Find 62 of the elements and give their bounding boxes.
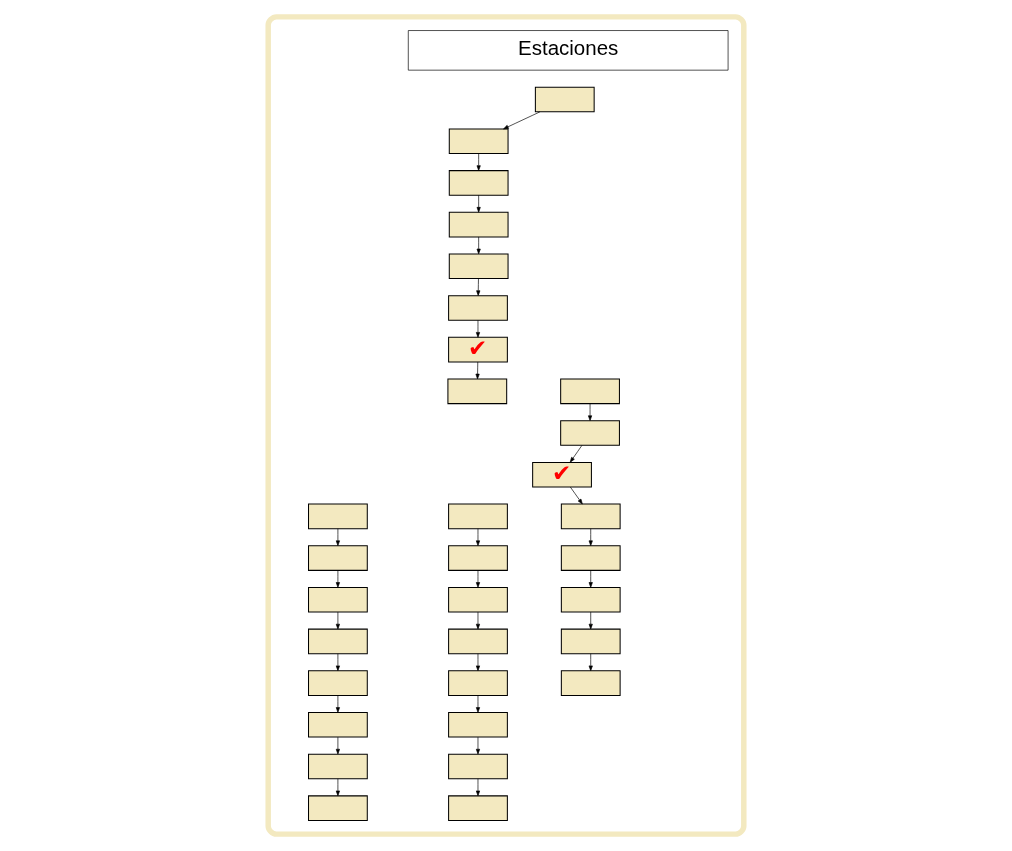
node-box	[448, 211, 509, 238]
node-box	[448, 795, 508, 821]
node-box	[308, 545, 368, 571]
arrow	[335, 653, 340, 671]
arrow	[475, 653, 480, 671]
arrow	[335, 778, 340, 797]
node-box	[308, 628, 368, 655]
node-box	[447, 378, 508, 405]
arrow	[588, 611, 593, 630]
node-box: ✔	[448, 336, 508, 363]
node-box	[560, 545, 621, 571]
node-box	[308, 586, 368, 613]
node-box	[448, 586, 508, 613]
node-box	[534, 86, 595, 113]
arrow	[476, 278, 481, 296]
arrow	[335, 528, 340, 546]
arrow	[588, 403, 593, 421]
arrow	[588, 528, 593, 546]
cluster	[265, 14, 747, 837]
arrow	[475, 611, 480, 630]
arrow	[588, 653, 593, 671]
arrow	[475, 570, 480, 588]
arrow	[588, 570, 593, 588]
node-box	[560, 503, 621, 530]
node-box	[448, 670, 508, 696]
arrow	[335, 570, 340, 588]
arrow	[475, 319, 480, 338]
arrow	[475, 736, 480, 755]
arrow	[335, 695, 340, 713]
node-box	[448, 628, 508, 655]
node-box: ✔	[532, 461, 592, 488]
arrow	[476, 153, 481, 171]
arrow	[570, 486, 583, 505]
node-box	[448, 253, 509, 280]
node-box	[560, 420, 620, 446]
node-box	[308, 670, 368, 696]
node-box	[448, 753, 508, 780]
arrow	[475, 361, 480, 380]
node-box: Estaciones	[407, 30, 729, 71]
node-box	[448, 295, 508, 321]
node-box	[560, 378, 620, 405]
arrow	[476, 194, 481, 213]
node-box	[560, 628, 621, 655]
node-box	[448, 128, 509, 155]
arrow	[475, 695, 480, 713]
arrow	[475, 528, 480, 546]
node-box	[308, 503, 368, 530]
arrow	[503, 111, 541, 130]
arrow	[335, 736, 340, 755]
node-box	[560, 586, 621, 613]
arrow	[475, 778, 480, 797]
node-box	[308, 753, 368, 780]
node-box	[448, 170, 509, 196]
node-box	[308, 795, 368, 821]
arrow	[476, 236, 481, 255]
arrow	[569, 445, 583, 463]
node-box	[560, 670, 621, 696]
node-box	[448, 503, 508, 530]
node-box	[308, 712, 368, 738]
node-box	[448, 712, 508, 738]
node-box	[448, 545, 508, 571]
arrow	[335, 611, 340, 630]
